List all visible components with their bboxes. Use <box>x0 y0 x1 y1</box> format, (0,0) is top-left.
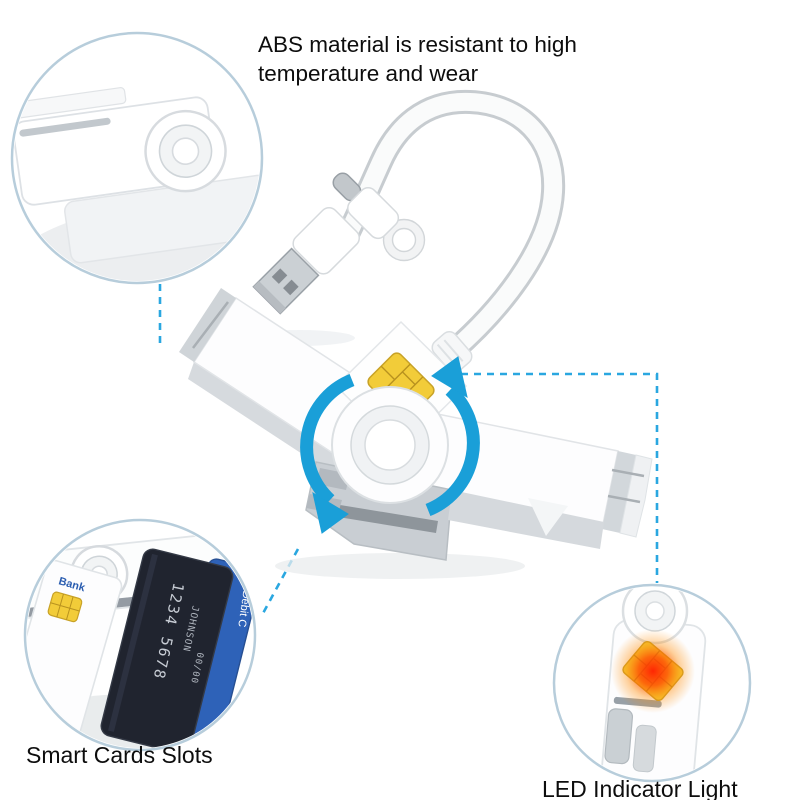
usb-a-hole-2 <box>271 268 288 284</box>
smart-cards-slots-caption: Smart Cards Slots <box>26 742 213 768</box>
base-slot <box>332 504 438 533</box>
hub-button <box>364 419 416 471</box>
callout-border-hinge <box>10 31 264 285</box>
base-v-notch <box>528 498 568 536</box>
callout-border-led <box>552 583 752 783</box>
rotate-arrow-right-head <box>431 356 468 399</box>
hinge-lower-body <box>64 174 260 264</box>
card-reader-device <box>179 89 653 561</box>
led-hinge-prong-1 <box>604 708 634 765</box>
base-right-wedge <box>448 490 604 549</box>
abs-caption-line2: temperature and wear <box>258 61 479 86</box>
usb-c-connector <box>332 172 426 262</box>
right-arm-slots <box>607 468 645 504</box>
cable-body <box>339 92 563 361</box>
abs-caption-line1: ABS material is resistant to high <box>258 32 577 57</box>
dark-card-sheen <box>108 553 158 732</box>
usb-a-hole-1 <box>283 279 299 296</box>
led-indicator-caption: LED Indicator Light <box>542 776 738 800</box>
tether-loop-outer <box>383 219 425 261</box>
connector-line-led <box>448 372 659 583</box>
usb-c-body <box>347 187 400 240</box>
right-arm-hinge-cap <box>602 451 636 533</box>
usb-a-overmold <box>292 206 361 275</box>
led-button-center <box>645 601 665 621</box>
rotate-arrow-left-head <box>312 491 349 534</box>
rotate-arrow-right <box>425 385 480 517</box>
card-chip-icon <box>47 591 83 623</box>
dark-card: 1234 5678 JOHNSON 00/00 <box>100 548 234 748</box>
usb-cable <box>336 89 566 373</box>
callout-hinge-detail <box>10 31 264 285</box>
rotate-arrows-icon <box>300 356 480 534</box>
device-shadow <box>275 553 525 579</box>
rotate-arrow-left <box>300 373 355 505</box>
abs-material-caption: ABS material is resistant to high temper… <box>258 30 577 88</box>
dark-card-body <box>100 548 234 748</box>
usb-a-tip-face <box>253 281 286 314</box>
hinge-detail-art <box>14 87 260 281</box>
tether-loop-edge-2 <box>391 227 417 253</box>
hinge-slot <box>19 117 111 137</box>
rotation-hub <box>331 386 449 504</box>
callout-led-indicator <box>552 583 752 783</box>
hinge-button-center <box>171 137 200 165</box>
callout-border-cards <box>23 518 257 752</box>
usb-a-connector <box>252 206 361 315</box>
led-glow <box>611 629 695 713</box>
left-arm-slot <box>192 301 229 349</box>
callout-smart-card-slots: Bank Debit C 1234 5678 JOHNSON 00/00 <box>23 518 257 752</box>
left-arm-hinge-cap <box>179 288 236 362</box>
led-hinge-prong-2 <box>632 724 657 773</box>
connector-line-cards <box>259 548 300 618</box>
callout-connector-lines <box>158 284 659 618</box>
tether-loop-edge-1 <box>382 218 426 262</box>
hinge-card-slip <box>14 87 127 122</box>
